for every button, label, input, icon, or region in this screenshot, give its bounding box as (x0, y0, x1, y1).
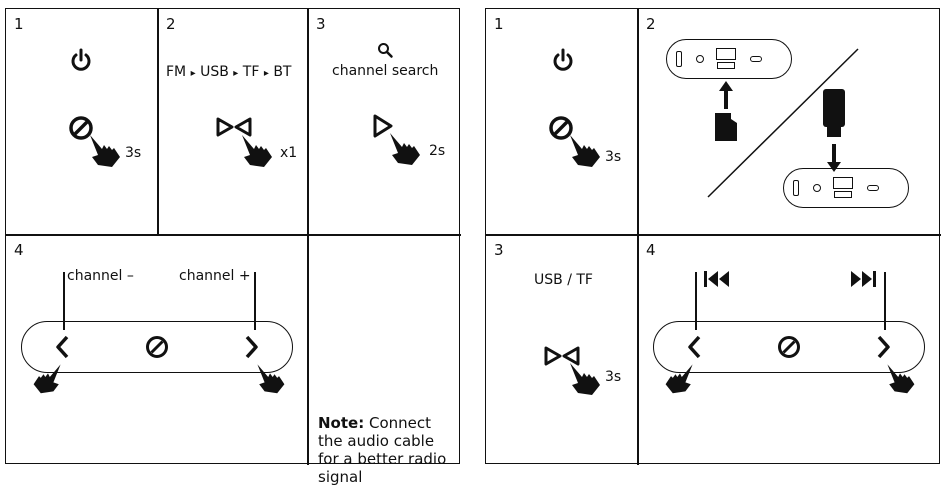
arrow-up-icon (719, 81, 733, 109)
play-icon (373, 114, 393, 138)
pointer-line (254, 272, 256, 330)
usb-port-icon (716, 48, 736, 60)
mode-icon (216, 117, 252, 137)
mode-icon (544, 346, 580, 366)
step-3-usb-tf-mode: 3 USB / TF 3s (486, 235, 637, 465)
finger-press-icon (570, 363, 600, 395)
finger-press-icon (33, 364, 61, 394)
chevron-right-icon (877, 335, 890, 359)
left-instruction-panel: 1 3s 2 FM ▸ USB ▸ TF ▸ BT x (5, 8, 461, 486)
divider (307, 9, 309, 465)
pointer-line (63, 272, 65, 330)
usb-c-port-icon (867, 185, 879, 191)
press-duration: 3s (605, 149, 622, 165)
step-number: 1 (14, 15, 24, 33)
aux-port-icon (813, 184, 821, 192)
usb-tf-label: USB / TF (534, 272, 593, 288)
press-duration: 2s (429, 143, 446, 159)
chevron-left-icon (688, 335, 701, 359)
pointer-line (695, 272, 697, 330)
separator: ▸ (190, 68, 196, 79)
slot (793, 180, 799, 196)
audio-cable-note: Note: Connect the audio cable for a bett… (318, 414, 458, 486)
power-button-icon (778, 336, 800, 358)
usb-c-port-icon (750, 56, 762, 62)
usb-port-icon (833, 177, 853, 189)
step-1-power-on: 1 3s (486, 9, 637, 234)
finger-press-icon (257, 364, 285, 394)
step-3-channel-search: 3 channel search 2s (308, 9, 461, 234)
tf-slot-icon (834, 191, 852, 198)
tf-slot-icon (717, 62, 735, 69)
step-2-insert-media: 2 (638, 9, 941, 234)
press-duration: 3s (125, 145, 142, 161)
mode-usb: USB (200, 64, 229, 80)
note-heading: Note: (318, 414, 365, 432)
finger-press-icon (570, 135, 600, 167)
step-number: 4 (646, 241, 656, 259)
mode-tf: TF (242, 64, 260, 80)
divider (637, 9, 639, 465)
separator: ▸ (233, 68, 239, 79)
finger-press-icon (242, 135, 272, 167)
power-button-icon (549, 116, 573, 140)
aux-port-icon (696, 55, 704, 63)
channel-search-label: channel search (332, 63, 439, 79)
diagonal-divider (707, 48, 859, 198)
power-button-icon (69, 116, 93, 140)
channel-minus-label: channel – (67, 268, 134, 284)
usb-stick-icon (823, 89, 845, 137)
chevron-right-icon (245, 335, 258, 359)
next-track-icon (851, 271, 876, 287)
power-icon (71, 48, 91, 71)
right-instruction-panel: 1 3s 2 (485, 8, 941, 465)
speaker-device-outline (21, 321, 293, 373)
step-number: 2 (166, 15, 176, 33)
finger-press-icon (887, 364, 915, 394)
pointer-line (884, 272, 886, 330)
divider (6, 234, 461, 236)
chevron-left-icon (56, 335, 69, 359)
step-number: 2 (646, 15, 656, 33)
step-number: 1 (494, 15, 504, 33)
channel-plus-label: channel + (179, 268, 251, 284)
step-number: 4 (14, 241, 24, 259)
power-button-icon (146, 336, 168, 358)
divider (157, 9, 159, 235)
arrow-down-icon (827, 144, 841, 172)
finger-press-icon (390, 133, 420, 165)
step-number: 3 (494, 241, 504, 259)
speaker-side-view (666, 39, 792, 79)
step-4-channel-change: 4 channel – channel + (6, 235, 307, 465)
step-number: 3 (316, 15, 326, 33)
tf-card-icon (715, 113, 737, 141)
press-duration: 3s (605, 369, 622, 385)
finger-press-icon (665, 364, 693, 394)
speaker-side-view (783, 168, 909, 208)
separator: ▸ (263, 68, 269, 79)
previous-track-icon (704, 271, 729, 287)
power-icon (553, 48, 573, 71)
finger-press-icon (90, 135, 120, 167)
step-4-track-change: 4 (638, 235, 941, 465)
press-count: x1 (280, 145, 298, 161)
slot (676, 51, 682, 67)
search-icon (378, 43, 393, 58)
mode-sequence: FM ▸ USB ▸ TF ▸ BT (166, 64, 291, 80)
step-1-power-on: 1 3s (6, 9, 157, 234)
step-2-mode-select: 2 FM ▸ USB ▸ TF ▸ BT x1 (158, 9, 307, 234)
divider (486, 234, 941, 236)
mode-bt: BT (273, 64, 292, 80)
speaker-device-outline (653, 321, 925, 373)
mode-fm: FM (166, 64, 187, 80)
